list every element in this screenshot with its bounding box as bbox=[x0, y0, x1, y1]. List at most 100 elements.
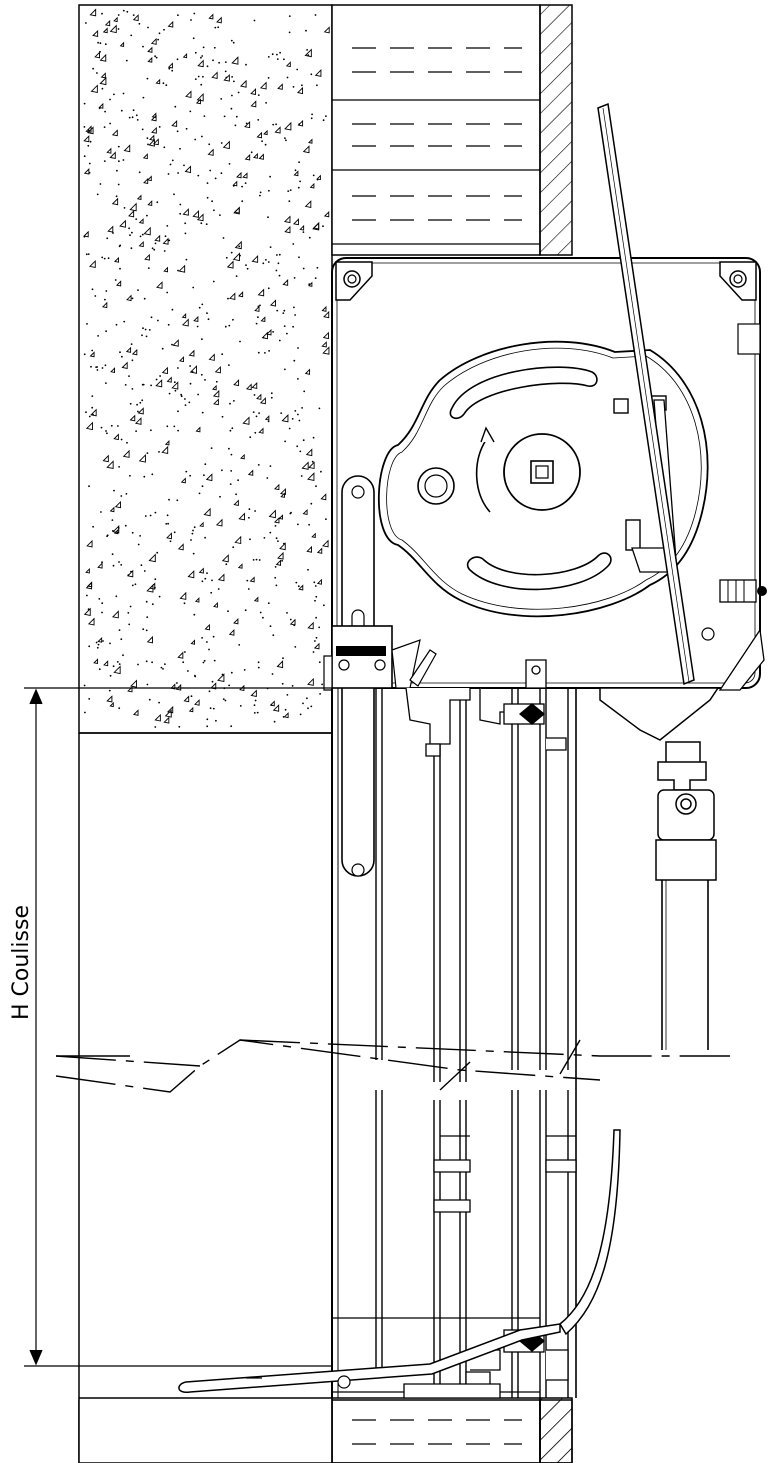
speckle bbox=[119, 267, 121, 270]
speckle bbox=[146, 683, 149, 686]
speckle bbox=[249, 436, 252, 439]
speckle bbox=[110, 424, 113, 427]
speckle bbox=[130, 570, 132, 573]
speckle bbox=[253, 19, 256, 22]
speckle bbox=[237, 91, 240, 94]
concrete-texture-top bbox=[83, 8, 330, 728]
speckle bbox=[97, 335, 99, 337]
speckle bbox=[128, 623, 131, 626]
speckle bbox=[118, 466, 120, 468]
speckle bbox=[160, 666, 163, 669]
speckle bbox=[120, 109, 123, 112]
speckle bbox=[179, 203, 182, 206]
speckle bbox=[276, 254, 278, 256]
speckle bbox=[220, 98, 223, 100]
speckle bbox=[145, 629, 148, 632]
speckle bbox=[126, 10, 129, 13]
speckle bbox=[269, 531, 272, 534]
speckle bbox=[302, 231, 305, 234]
speckle bbox=[264, 352, 266, 354]
speckle bbox=[162, 237, 169, 245]
speckle bbox=[233, 617, 239, 625]
speckle bbox=[281, 559, 283, 562]
speckle bbox=[171, 343, 173, 346]
speckle bbox=[212, 280, 215, 283]
speckle bbox=[145, 660, 148, 663]
speckle bbox=[125, 59, 128, 62]
speckle bbox=[197, 174, 200, 177]
speckle bbox=[124, 384, 127, 386]
speckle bbox=[193, 12, 196, 15]
speckle bbox=[156, 281, 163, 289]
speckle bbox=[146, 77, 149, 80]
speckle bbox=[163, 28, 165, 31]
speckle bbox=[242, 416, 250, 425]
speckle bbox=[161, 366, 168, 375]
speckle bbox=[100, 426, 103, 429]
speckle bbox=[176, 499, 179, 502]
speckle bbox=[137, 289, 139, 291]
speckle bbox=[181, 313, 187, 319]
speckle bbox=[250, 689, 257, 698]
speckle bbox=[105, 290, 108, 292]
speckle bbox=[191, 532, 194, 535]
speckle bbox=[206, 312, 208, 315]
speckle bbox=[94, 51, 100, 59]
speckle bbox=[265, 259, 267, 261]
speckle bbox=[245, 63, 247, 66]
speckle bbox=[106, 695, 113, 703]
speckle bbox=[138, 240, 144, 248]
speckle bbox=[294, 169, 297, 172]
speckle bbox=[323, 210, 330, 218]
speckle bbox=[85, 411, 87, 414]
speckle bbox=[118, 707, 121, 710]
speckle bbox=[107, 225, 114, 233]
speckle bbox=[197, 393, 200, 396]
speckle bbox=[172, 339, 179, 347]
lower-slot bbox=[466, 552, 612, 591]
speckle bbox=[151, 473, 154, 476]
speckle bbox=[210, 591, 213, 594]
speckle bbox=[274, 126, 281, 134]
speckle bbox=[173, 425, 176, 428]
speckle bbox=[162, 668, 164, 670]
speckle bbox=[229, 483, 232, 485]
speckle bbox=[139, 535, 142, 537]
speckle bbox=[146, 175, 152, 182]
speckle bbox=[110, 367, 116, 373]
speckle bbox=[230, 725, 233, 728]
speckle bbox=[99, 42, 102, 45]
speckle bbox=[146, 214, 148, 217]
speckle bbox=[141, 128, 144, 131]
speckle bbox=[216, 16, 222, 24]
speckle bbox=[154, 578, 157, 581]
speckle bbox=[201, 485, 204, 488]
speckle bbox=[209, 169, 212, 172]
speckle bbox=[244, 153, 251, 161]
speckle bbox=[194, 51, 197, 54]
speckle bbox=[128, 375, 130, 377]
speckle bbox=[163, 716, 170, 724]
speckle bbox=[312, 436, 315, 439]
speckle bbox=[98, 598, 101, 600]
speckle bbox=[131, 348, 138, 356]
speckle bbox=[109, 151, 116, 160]
speckle bbox=[206, 725, 209, 728]
speckle bbox=[257, 316, 259, 319]
speckle bbox=[111, 610, 119, 619]
speckle bbox=[97, 636, 103, 643]
speckle bbox=[96, 369, 99, 371]
speckle bbox=[167, 62, 173, 69]
speckle bbox=[298, 584, 304, 591]
speckle bbox=[171, 69, 174, 72]
shutter-box bbox=[331, 102, 767, 691]
speckle bbox=[244, 182, 247, 185]
speckle bbox=[325, 518, 327, 521]
speckle bbox=[292, 325, 294, 328]
speckle bbox=[88, 485, 90, 488]
speckle bbox=[312, 222, 320, 231]
speckle bbox=[288, 15, 291, 17]
speckle bbox=[92, 413, 94, 416]
speckle bbox=[279, 542, 286, 551]
speckle bbox=[293, 277, 296, 279]
